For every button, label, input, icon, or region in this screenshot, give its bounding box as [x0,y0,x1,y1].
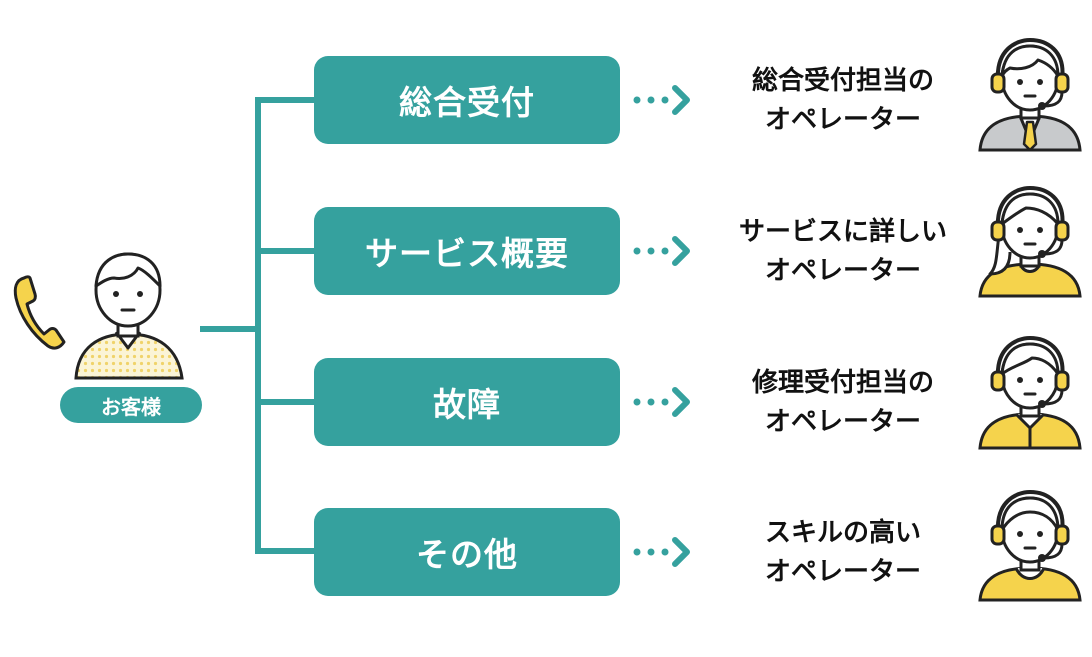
arrow-right-icon [633,537,690,567]
operator-label-line2: オペレーター [764,557,921,587]
operator-label: サービスに詳しい オペレーター [708,213,978,291]
arrow-right-icon [633,85,690,115]
operator-headset-icon [978,37,1082,152]
operator-headset-icon [978,335,1082,450]
category-button-repair[interactable]: 故障 [314,358,620,446]
arrow-right-icon [633,236,690,266]
operator-headset-icon [978,185,1082,298]
operator-headset-icon [978,489,1082,602]
operator-label-line2: オペレーター [764,407,921,437]
category-button-general-reception[interactable]: 総合受付 [314,56,620,144]
operator-label: スキルの高い オペレーター [708,514,978,592]
phone-icon [13,275,66,350]
arrow-right-icon [633,387,690,417]
operator-label: 総合受付担当の オペレーター [708,62,978,140]
category-button-service-overview[interactable]: サービス概要 [314,207,620,295]
operator-label: 修理受付担当の オペレーター [708,364,978,442]
operator-label-line1: サービスに詳しい [738,217,947,247]
operator-label-line2: オペレーター [764,256,921,286]
operator-label-line2: オペレーター [764,105,921,135]
category-button-other[interactable]: その他 [314,508,620,596]
operator-label-line1: 修理受付担当の [751,368,934,398]
operator-label-line1: 総合受付担当の [751,66,934,96]
operator-label-line1: スキルの高い [764,518,921,548]
customer-person-icon [74,252,184,380]
customer-label: お客様 [60,387,202,423]
